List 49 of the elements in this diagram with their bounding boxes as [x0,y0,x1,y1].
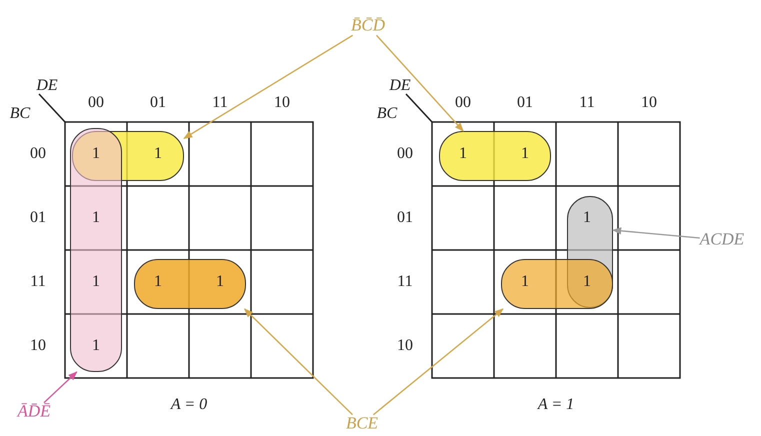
column-header: 11 [212,95,228,111]
leader-arrow [44,371,78,404]
row-header: 11 [30,274,46,290]
leader-arrow [183,34,354,139]
row-header: 10 [30,338,46,354]
cell-value: 1 [92,338,100,354]
column-header: 10 [274,95,290,111]
leader-arrow [372,308,504,416]
cell-value: 1 [154,274,162,290]
cell-value: 1 [583,274,591,290]
row-header: 01 [30,210,46,226]
variable-label: DE [36,78,58,94]
term-label: ĀD̄Ē [17,402,51,422]
column-header: 10 [641,95,657,111]
grouping-loop [134,259,246,309]
cell-value: 1 [521,146,529,162]
leader-arrow [612,227,700,239]
variable-label: BC [10,106,30,122]
term-label: B̄C̄D̄ [351,16,385,36]
cell-value: 1 [521,274,529,290]
term-label: BCE [346,414,378,434]
cell-value: 1 [92,146,100,162]
cell-value: 1 [92,210,100,226]
leader-arrow [376,34,464,132]
cell-value: 1 [92,274,100,290]
map-caption: A = 1 [538,397,574,413]
row-header: 11 [397,274,413,290]
column-header: 01 [150,95,166,111]
cell-value: 1 [459,146,467,162]
column-header: 00 [88,95,104,111]
row-header: 10 [397,338,413,354]
cell-value: 1 [216,274,224,290]
leader-arrow [244,308,353,416]
row-header: 00 [397,146,413,162]
map-caption: A = 0 [170,397,208,413]
row-header: 01 [397,210,413,226]
grouping-loop [70,128,122,372]
cell-value: 1 [583,210,591,226]
grouping-loop [72,131,184,181]
variable-label: DE [389,78,411,94]
column-header: 01 [517,95,533,111]
term-label: ACDE [700,230,744,250]
grouping-loop [501,259,613,309]
row-header: 00 [30,146,46,162]
variable-label: BC [376,106,398,122]
column-header: 11 [579,95,595,111]
grouping-loop [439,131,551,181]
cell-value: 1 [154,146,162,162]
column-header: 00 [455,95,471,111]
